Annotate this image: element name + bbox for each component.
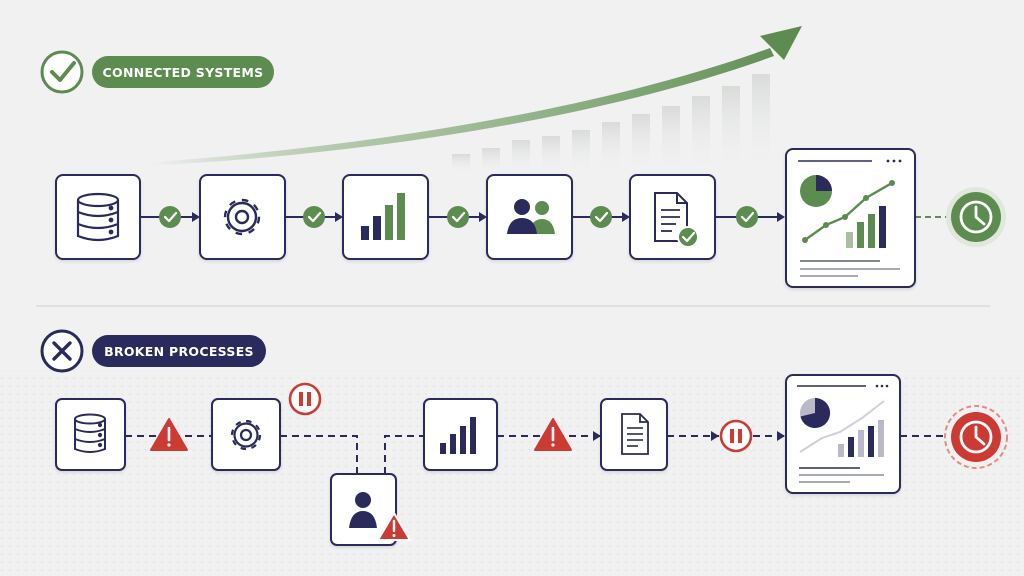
check-badge [303, 206, 325, 228]
status-x-icon [40, 329, 84, 373]
connected-node-database [55, 174, 141, 260]
connected-node-users [486, 174, 573, 260]
check-badge [590, 206, 612, 228]
gear-icon [223, 198, 261, 236]
pause-icon [719, 419, 753, 453]
clock-alert-icon [944, 405, 1008, 469]
broken-node-database [55, 398, 126, 471]
status-check-icon [40, 50, 84, 94]
pause-icon [288, 382, 322, 416]
warning-icon [377, 512, 411, 541]
broken-node-document [600, 398, 668, 471]
growth-arrow [140, 26, 802, 166]
gear-icon [230, 419, 262, 451]
user-icon [349, 492, 377, 528]
broken-node-dashboard [785, 374, 901, 494]
document-check-icon [654, 192, 699, 248]
warning-icon [534, 418, 572, 451]
database-icon [74, 413, 106, 453]
check-badge [736, 206, 758, 228]
check-badge [447, 206, 469, 228]
broken-node-user [330, 473, 411, 546]
connected-node-document [629, 174, 716, 260]
broken-arrowheads [593, 431, 785, 441]
warning-icon [150, 418, 188, 451]
connected-node-dashboard [785, 148, 916, 288]
connected-node-gear [199, 174, 286, 260]
broken-processes-label: BROKEN PROCESSES [92, 335, 266, 367]
check-badge [159, 206, 181, 228]
clock-icon [946, 187, 1006, 247]
growth-bars-background [452, 74, 770, 174]
dashboard-report-icon [798, 159, 902, 277]
bar-chart-icon [361, 193, 405, 240]
connected-node-bar-chart [342, 174, 429, 260]
broken-node-bar-chart [423, 398, 498, 471]
document-icon [621, 413, 649, 455]
bar-chart-icon [440, 417, 476, 454]
users-icon [507, 199, 555, 234]
dashboard-report-icon [797, 384, 889, 483]
database-icon [76, 192, 120, 242]
broken-node-gear [211, 398, 281, 471]
connected-systems-label: CONNECTED SYSTEMS [92, 56, 274, 88]
